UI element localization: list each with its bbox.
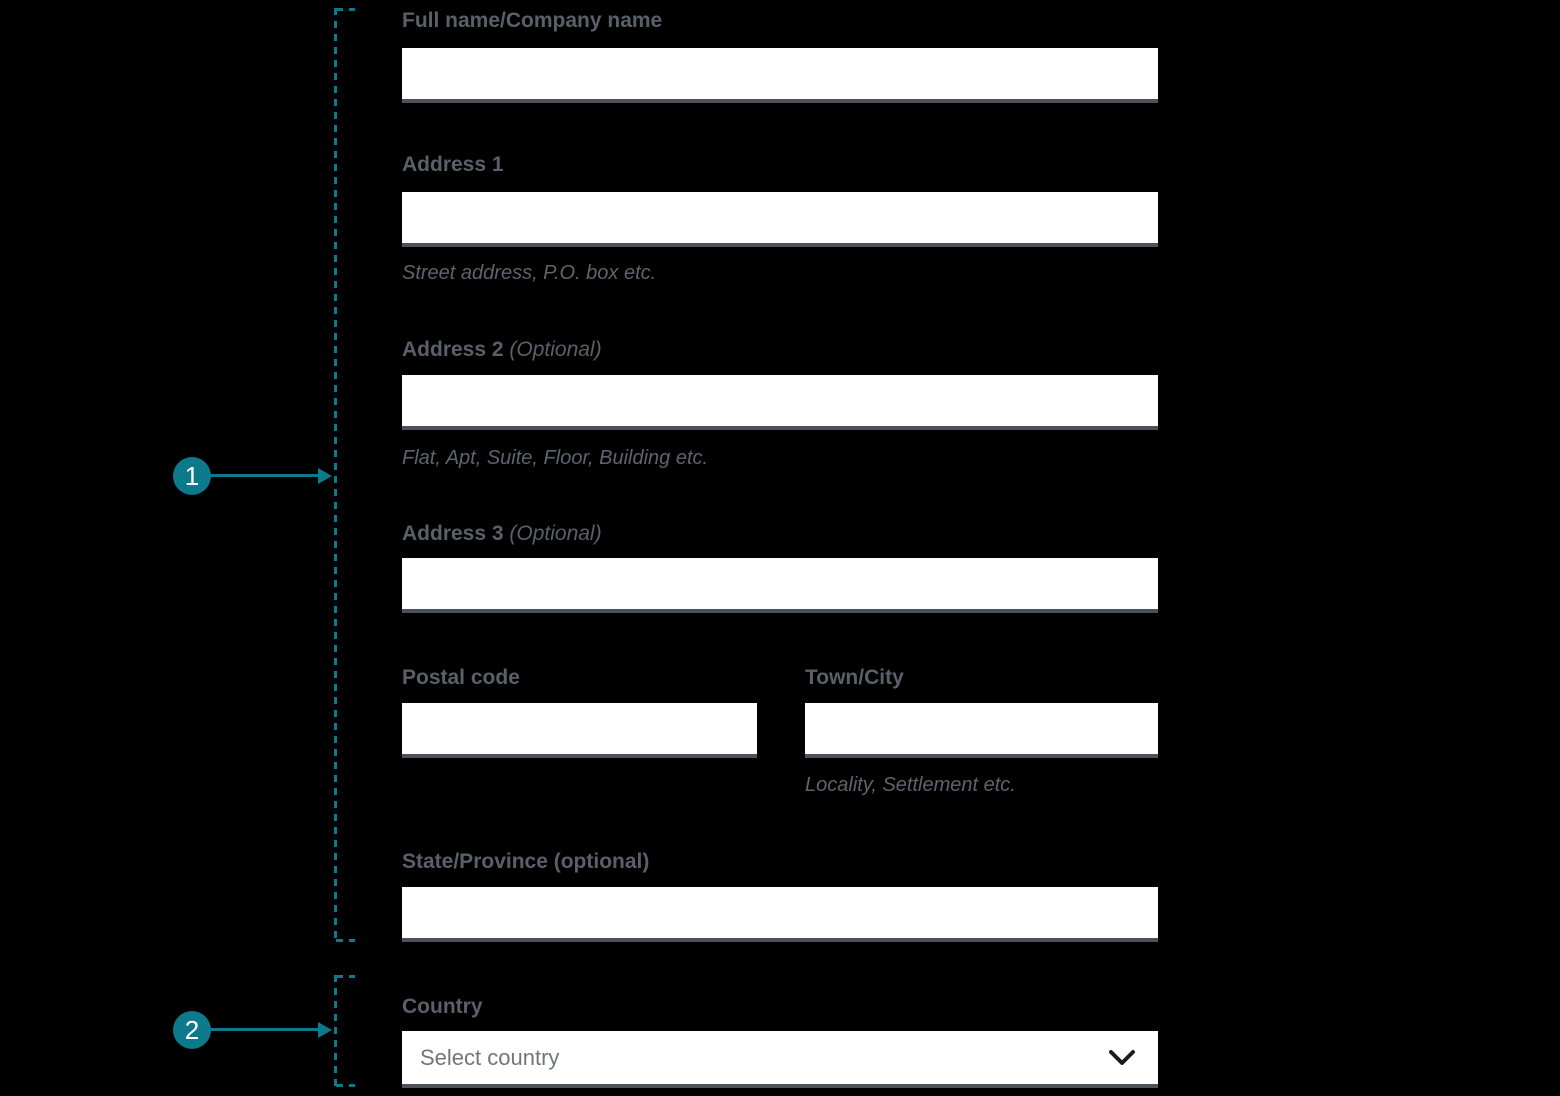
full-name-label: Full name/Company name: [402, 9, 663, 32]
country-select[interactable]: Select country: [402, 1031, 1158, 1088]
town-city-input[interactable]: [805, 703, 1158, 758]
full-name-input[interactable]: [402, 48, 1158, 103]
step-2-marker: 2: [173, 1011, 211, 1049]
step-1-marker: 1: [173, 457, 211, 495]
section-1-bracket-tick-bottom: [336, 939, 355, 942]
state-province-label: State/Province (optional): [402, 850, 650, 873]
address3-label-text: Address 3: [402, 522, 504, 545]
postal-code-label: Postal code: [402, 666, 520, 689]
address2-optional-label: (Optional): [509, 338, 602, 361]
step-2-arrowhead: [318, 1022, 332, 1038]
step-2-arrow: [209, 1028, 319, 1031]
country-label: Country: [402, 995, 483, 1018]
town-city-label: Town/City: [805, 666, 904, 689]
postal-code-input[interactable]: [402, 703, 757, 758]
address3-optional-label: (Optional): [509, 522, 602, 545]
section-2-bracket-tick-bottom: [336, 1084, 355, 1087]
section-2-bracket-line: [334, 975, 337, 1087]
section-1-bracket-tick-top: [336, 8, 355, 11]
address3-input[interactable]: [402, 558, 1158, 613]
state-province-input[interactable]: [402, 887, 1158, 942]
step-1-arrowhead: [318, 468, 332, 484]
town-city-hint: Locality, Settlement etc.: [805, 774, 1016, 796]
address1-input[interactable]: [402, 192, 1158, 247]
address2-hint: Flat, Apt, Suite, Floor, Building etc.: [402, 447, 709, 469]
address1-label: Address 1: [402, 153, 504, 176]
address2-label-text: Address 2: [402, 338, 504, 361]
address3-label: Address 3 (Optional): [402, 521, 602, 547]
chevron-down-icon: [1108, 1049, 1136, 1067]
country-select-placeholder: Select country: [420, 1044, 560, 1070]
address2-label: Address 2 (Optional): [402, 337, 602, 363]
section-1-bracket-line: [334, 8, 337, 942]
step-1-arrow: [209, 474, 319, 477]
section-2-bracket-tick-top: [336, 975, 355, 978]
address1-hint: Street address, P.O. box etc.: [402, 262, 657, 284]
address2-input[interactable]: [402, 375, 1158, 430]
